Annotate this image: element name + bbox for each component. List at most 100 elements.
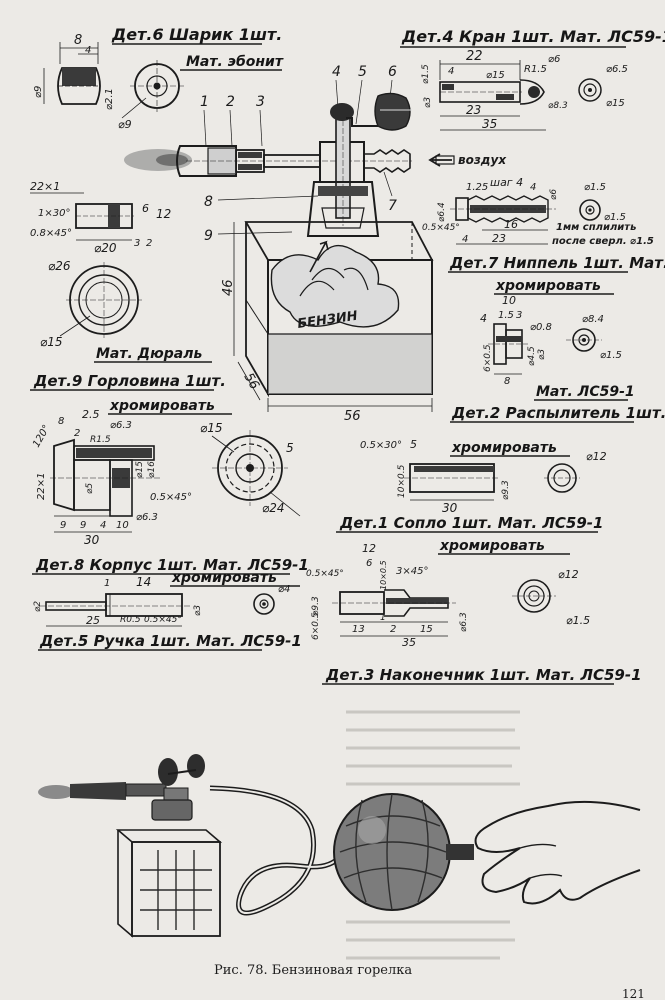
page-number: 121 (622, 987, 645, 1000)
det7-d64: ⌀6.4 (437, 202, 447, 222)
det8-front-d24: ⌀24 (262, 501, 285, 515)
det2-d3: ⌀3 (537, 349, 547, 360)
detail-1-nozzle: хромировать 0.5×30° 5 10×0.5 ⌀9.3 30 ⌀12… (336, 438, 607, 555)
detail-2-sprayer: 10 1.5 3 4 ⌀0.8 ⌀4.5 ⌀3 6×0.5 8 ⌀8.4 ⌀1.… (450, 294, 665, 423)
det4-length-23: 23 (466, 103, 481, 117)
det9-thread: 22×1 (30, 180, 60, 193)
det4-d65: ⌀6.5 (606, 64, 628, 75)
det1-note: хромировать (451, 440, 557, 456)
det7-d15a: ⌀1.5 (584, 182, 606, 193)
det4-d15-front: ⌀15 (606, 98, 625, 109)
det8-d16: ⌀16 (147, 461, 157, 478)
det3-title: Дет.3 Наконечник 1шт. Мат. ЛС59-1 (325, 666, 642, 684)
det3-d15: ⌀1.5 (566, 614, 590, 627)
part-8: 8 (204, 194, 213, 210)
det5-r05: R0.5 (120, 615, 141, 625)
det7-4b: 4 (462, 234, 468, 245)
det8-9b: 9 (80, 520, 86, 531)
det8-thread: 22×1 (36, 473, 47, 500)
det6-diameter: ⌀9 (118, 118, 132, 131)
det4-d3: ⌀3 (423, 97, 433, 108)
det6-half: 4 (85, 45, 91, 56)
det8-25: 2.5 (82, 408, 100, 421)
part-4: 4 (332, 64, 341, 80)
part-1: 1 (200, 94, 209, 110)
det2-8: 8 (504, 376, 510, 387)
det7-step: шаг 4 (490, 176, 523, 189)
det4-title: Дет.4 Кран 1шт. Мат. ЛС59-1 (401, 27, 665, 46)
det8-4: 4 (100, 520, 106, 531)
det9-3: 3 (134, 238, 140, 249)
det2-d08: ⌀0.8 (530, 322, 552, 333)
det9-d26: ⌀26 (48, 259, 71, 273)
det3-2: 2 (390, 624, 396, 635)
det9-d20: ⌀20 (94, 241, 117, 255)
det8-120: 120° (31, 423, 53, 449)
det9-chamfer2: 0.8×45° (30, 228, 72, 239)
det3-13: 13 (352, 624, 365, 635)
det1-d93: ⌀9.3 (501, 480, 511, 500)
det7-16: 16 (504, 218, 518, 231)
det5-25: 25 (86, 614, 100, 627)
figure-caption: Рис. 78. Бензиновая горелка (214, 963, 412, 978)
det8-d63b: ⌀6.3 (136, 512, 158, 523)
det1-5: 5 (410, 438, 417, 451)
det2-15: 1.5 (498, 310, 514, 321)
tank-height: 46 (221, 279, 236, 296)
det4-dim-4: 4 (448, 66, 454, 77)
det8-8: 8 (58, 416, 64, 427)
burner-illustration (38, 710, 641, 960)
det5-1: 1 (104, 578, 110, 589)
det2-10: 10 (502, 294, 516, 307)
det3-d63: ⌀6.3 (459, 612, 469, 632)
det1-30: 30 (442, 501, 458, 515)
det7-d15b: ⌀1.5 (604, 212, 626, 223)
det1-title: Дет.1 Сопло 1шт. Мат. ЛС59-1 (339, 514, 603, 532)
det3-6: 6 (366, 558, 372, 569)
det9-chamfer1: 1×30° (38, 208, 70, 219)
det9-title: Дет.9 Горловина 1шт. (33, 372, 226, 390)
det6-width: 8 (74, 33, 82, 48)
det7-note2: после сверл. ⌀1.5 (552, 236, 654, 247)
det7-4: 4 (530, 182, 536, 193)
air-label: воздух (458, 153, 507, 167)
det9-d15: ⌀15 (40, 335, 63, 349)
det4-d15b: ⌀1.5 (421, 64, 431, 84)
det8-30: 30 (84, 533, 100, 547)
det3-35: 35 (402, 636, 416, 649)
det1-thread: 10×0.5 (397, 464, 407, 498)
detail-3-tip: 12 6 0.5×45° 3×45° 10×0.5 ⌀9.3 6×0.5 ⌀6.… (306, 542, 642, 685)
detail-6-ball: Дет.6 Шарик 1шт. Мат. эбонит 8 4 ⌀9 ⌀2.1… (33, 25, 284, 131)
part-2: 2 (226, 94, 235, 110)
det2-d45: ⌀4.5 (527, 346, 537, 366)
det8-9a: 9 (60, 520, 66, 531)
part-5: 5 (358, 64, 367, 80)
det8-note: хромировать (171, 570, 277, 586)
det8-2: 2 (74, 428, 80, 439)
det8-front-d15: ⌀15 (200, 421, 223, 435)
det7-note: хромировать (495, 278, 601, 294)
det8-10: 10 (116, 520, 129, 531)
det3-12: 12 (362, 542, 376, 555)
det7-23: 23 (492, 232, 506, 245)
detail-7-nipple: 1.25 шаг 4 4 ⌀6.4 ⌀6 0.5×45° 16 23 4 1мм… (422, 176, 665, 295)
tank-depth: 56 (241, 371, 262, 393)
det8-d15: ⌀15 (135, 461, 145, 478)
det9-material: Мат. Дюраль (96, 346, 202, 362)
det7-note1: 1мм сплилить (556, 222, 636, 233)
det5-chamfer: 0.5×45° (144, 615, 182, 625)
det5-14: 14 (136, 575, 151, 589)
det8-front-5: 5 (286, 441, 294, 455)
det3-1: 1 (380, 613, 386, 623)
det3-thread2: 6×0.5 (311, 612, 321, 640)
det6-material: Мат. эбонит (186, 54, 284, 70)
det4-length-22: 22 (466, 49, 483, 64)
det2-3: 3 (516, 310, 522, 321)
det6-title: Дет.6 Шарик 1шт. (111, 25, 282, 44)
det9-6: 6 (142, 202, 149, 215)
det3-thread: 10×0.5 (379, 560, 388, 590)
det3-d12: ⌀12 (558, 568, 579, 581)
assembly-view: 1 2 3 4 5 6 7 8 9 (124, 64, 507, 424)
det9-note: хромировать (109, 398, 215, 414)
